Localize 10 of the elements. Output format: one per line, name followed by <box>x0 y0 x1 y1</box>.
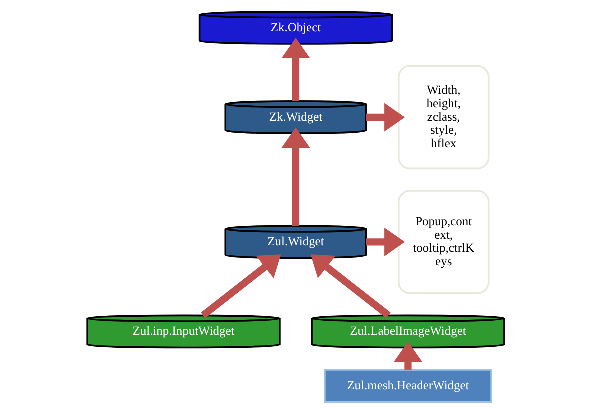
node-box: Width, height, zclass, style, hflex <box>398 65 490 170</box>
arrow <box>366 228 406 256</box>
node-box: Zul.mesh.HeaderWidget <box>324 369 492 403</box>
arrow <box>366 103 406 132</box>
arrow <box>282 38 310 102</box>
arrow <box>282 128 310 226</box>
arrow <box>201 254 282 318</box>
arrow <box>310 254 391 318</box>
node-box: Popup,cont ext, tooltip,ctrlK eys <box>398 190 490 294</box>
arrow <box>394 342 423 370</box>
